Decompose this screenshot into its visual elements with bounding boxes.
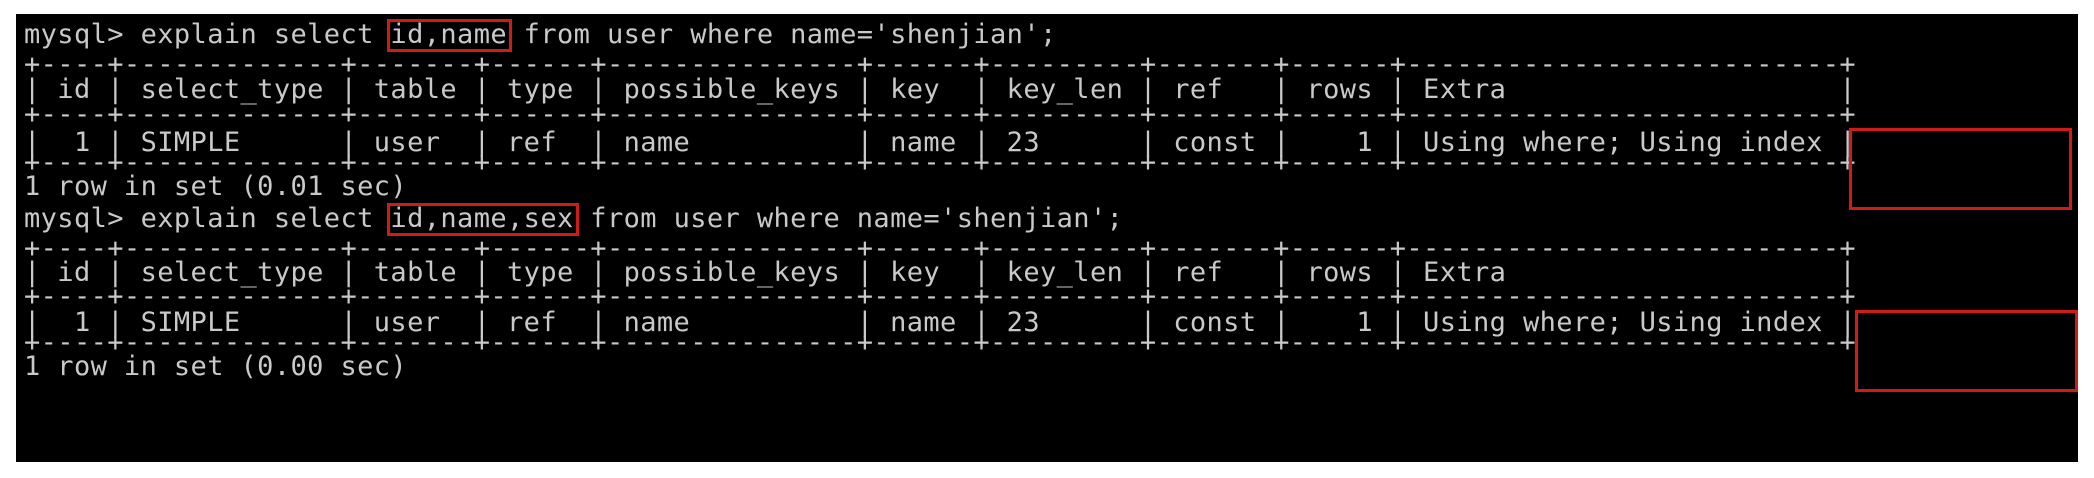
command-rest-text: from user where name='shenjian'; <box>573 203 1124 234</box>
table-border-top: +----+-------------+-------+------+-----… <box>24 233 1857 264</box>
extra-using-index: Using index <box>1639 127 1823 158</box>
using-index-highlight-box <box>1849 128 2072 210</box>
table-data-row: | 1 | SIMPLE | user | ref | name | name … <box>24 308 1856 338</box>
command-prompt-text: mysql> explain select <box>24 19 391 50</box>
table-border-bottom: +----+-------------+-------+------+-----… <box>24 147 1857 178</box>
command-line-1: mysql> explain select id,name from user … <box>24 19 1057 52</box>
selected-columns-highlight: id,name <box>387 19 512 52</box>
table-header-row: | id | select_type | table | type | poss… <box>24 257 1857 288</box>
table-border-top: +----+-------------+-------+------+-----… <box>24 49 1857 80</box>
terminal-window: mysql> explain select id,name from user … <box>16 14 2078 462</box>
result-status-line: 1 row in set (0.01 sec) <box>24 171 408 202</box>
table-header-row: | id | select_type | table | type | poss… <box>24 74 1857 105</box>
table-data-row: | 1 | SIMPLE | user | ref | name | name … <box>24 128 1856 158</box>
result-status-line: 1 row in set (0.00 sec) <box>24 351 408 382</box>
extra-using-index: Using index <box>1639 307 1823 338</box>
table-border-bottom: +----+-------------+-------+------+-----… <box>24 327 1857 358</box>
table-border-mid: +----+-------------+-------+------+-----… <box>24 281 1857 312</box>
selected-columns-highlight: id,name,sex <box>387 203 579 236</box>
table-border-mid: +----+-------------+-------+------+-----… <box>24 99 1857 130</box>
command-rest-text: from user where name='shenjian'; <box>507 19 1057 50</box>
row-cells-text: | 1 | SIMPLE | user | ref | name | name … <box>24 127 1640 158</box>
using-index-highlight-box <box>1855 310 2078 392</box>
row-end-text: | <box>1822 307 1857 338</box>
command-prompt-text: mysql> explain select <box>24 203 391 234</box>
row-cells-text: | 1 | SIMPLE | user | ref | name | name … <box>24 307 1640 338</box>
command-line-2: mysql> explain select id,name,sex from u… <box>24 203 1124 236</box>
